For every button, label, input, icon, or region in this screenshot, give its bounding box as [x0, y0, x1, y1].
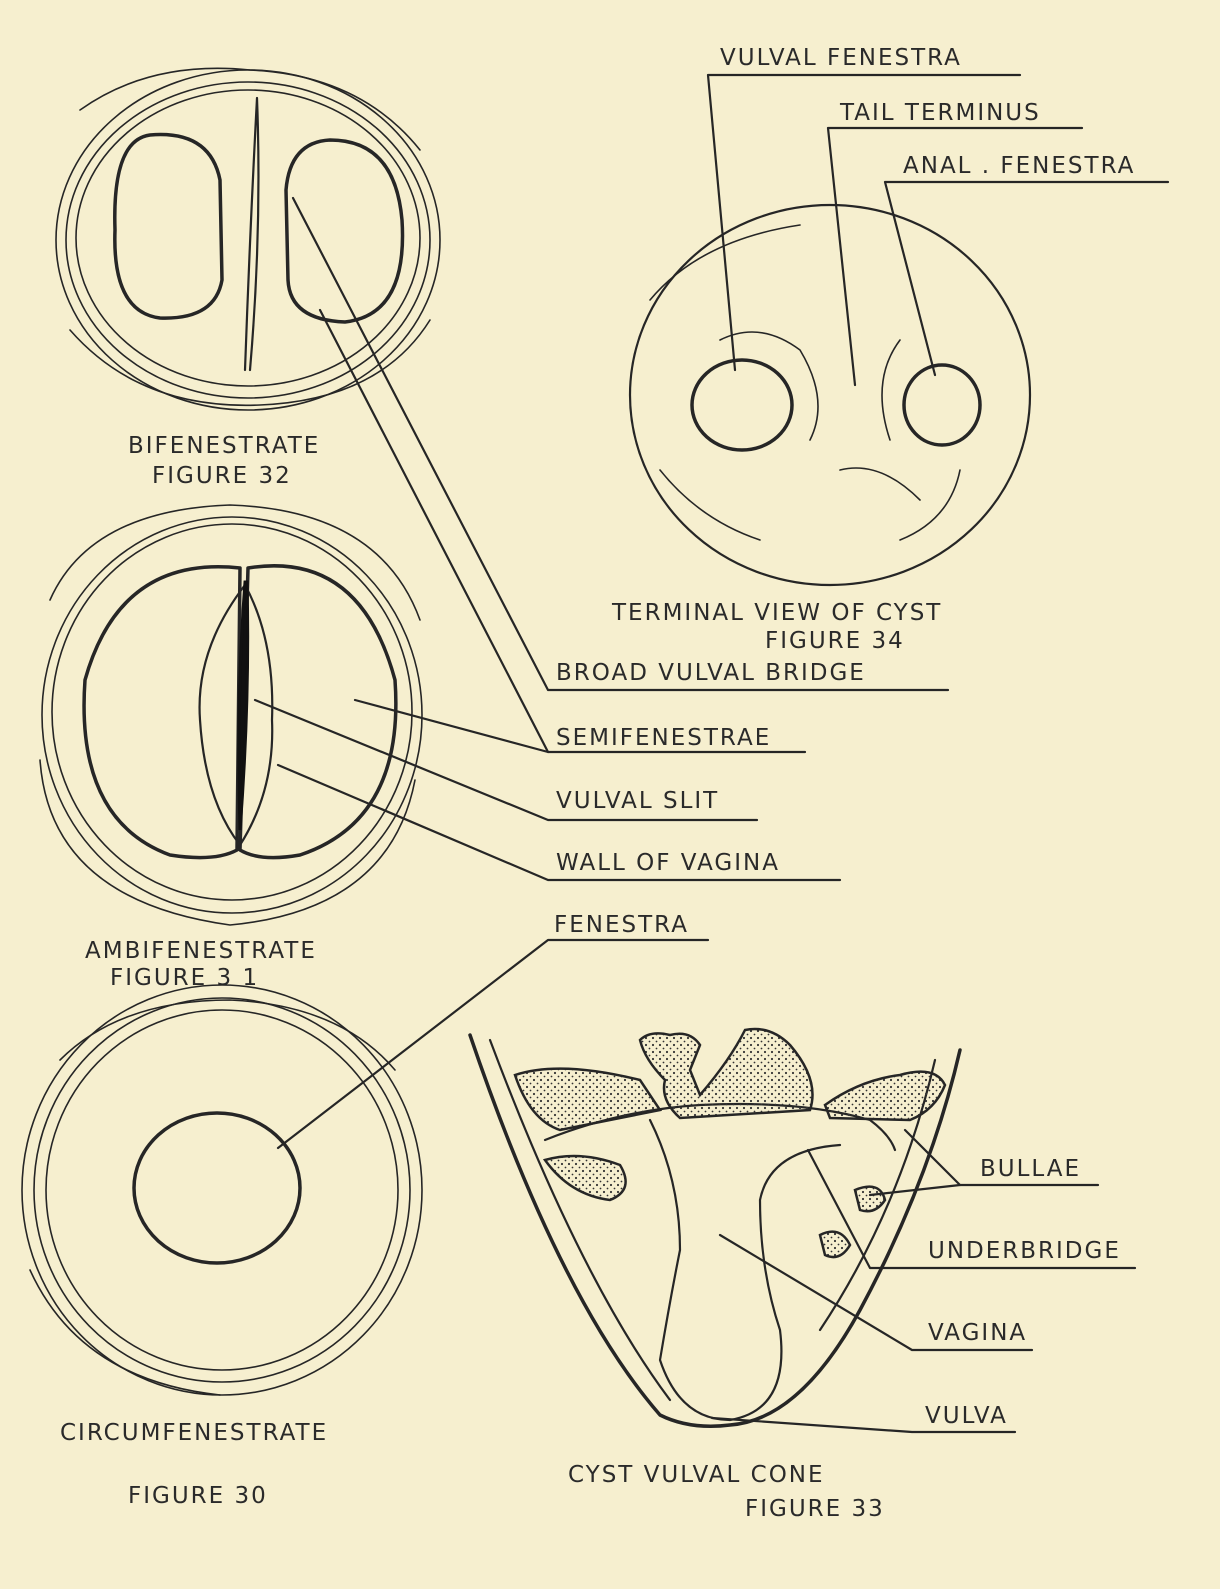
figure-30-circumfenestrate-drawing: [21, 984, 423, 1396]
figure-32-number: FIGURE 32: [152, 463, 292, 489]
leader-lines: [253, 73, 1170, 1434]
figure-34-terminal-view-drawing: [628, 203, 1032, 587]
label-broad-vulval-bridge: BROAD VULVAL BRIDGE: [556, 660, 866, 686]
figure-30-number: FIGURE 30: [128, 1483, 268, 1509]
figure-32-title: BIFENESTRATE: [128, 433, 320, 459]
label-tail-terminus: TAIL TERMINUS: [839, 100, 1041, 126]
figure-31-title: AMBIFENESTRATE: [85, 938, 317, 964]
label-vulval-slit: VULVAL SLIT: [556, 788, 719, 814]
label-bullae: BULLAE: [980, 1156, 1081, 1182]
figure-33-vulval-cone-drawing: [468, 1027, 962, 1428]
label-semifenestrae: SEMIFENESTRAE: [556, 725, 771, 751]
figure-31-number: FIGURE 3 1: [110, 965, 259, 991]
figure-34-title: TERMINAL VIEW OF CYST: [611, 600, 942, 626]
label-anal-fenestra: ANAL . FENESTRA: [903, 153, 1135, 179]
figure-33-number: FIGURE 33: [745, 1496, 885, 1522]
label-fenestra: FENESTRA: [554, 912, 689, 938]
figure-34-number: FIGURE 34: [765, 628, 905, 654]
label-underbridge: UNDERBRIDGE: [928, 1238, 1121, 1264]
figure-32-bifenestrate-drawing: [55, 67, 441, 411]
figure-30-title: CIRCUMFENESTRATE: [60, 1420, 328, 1446]
label-wall-of-vagina: WALL OF VAGINA: [556, 850, 780, 876]
label-vulva: VULVA: [925, 1403, 1008, 1429]
label-vulval-fenestra: VULVAL FENESTRA: [720, 45, 962, 71]
figure-31-ambifenestrate-drawing: [39, 504, 423, 926]
figure-33-title: CYST VULVAL CONE: [568, 1462, 825, 1488]
label-vagina: VAGINA: [928, 1320, 1027, 1346]
